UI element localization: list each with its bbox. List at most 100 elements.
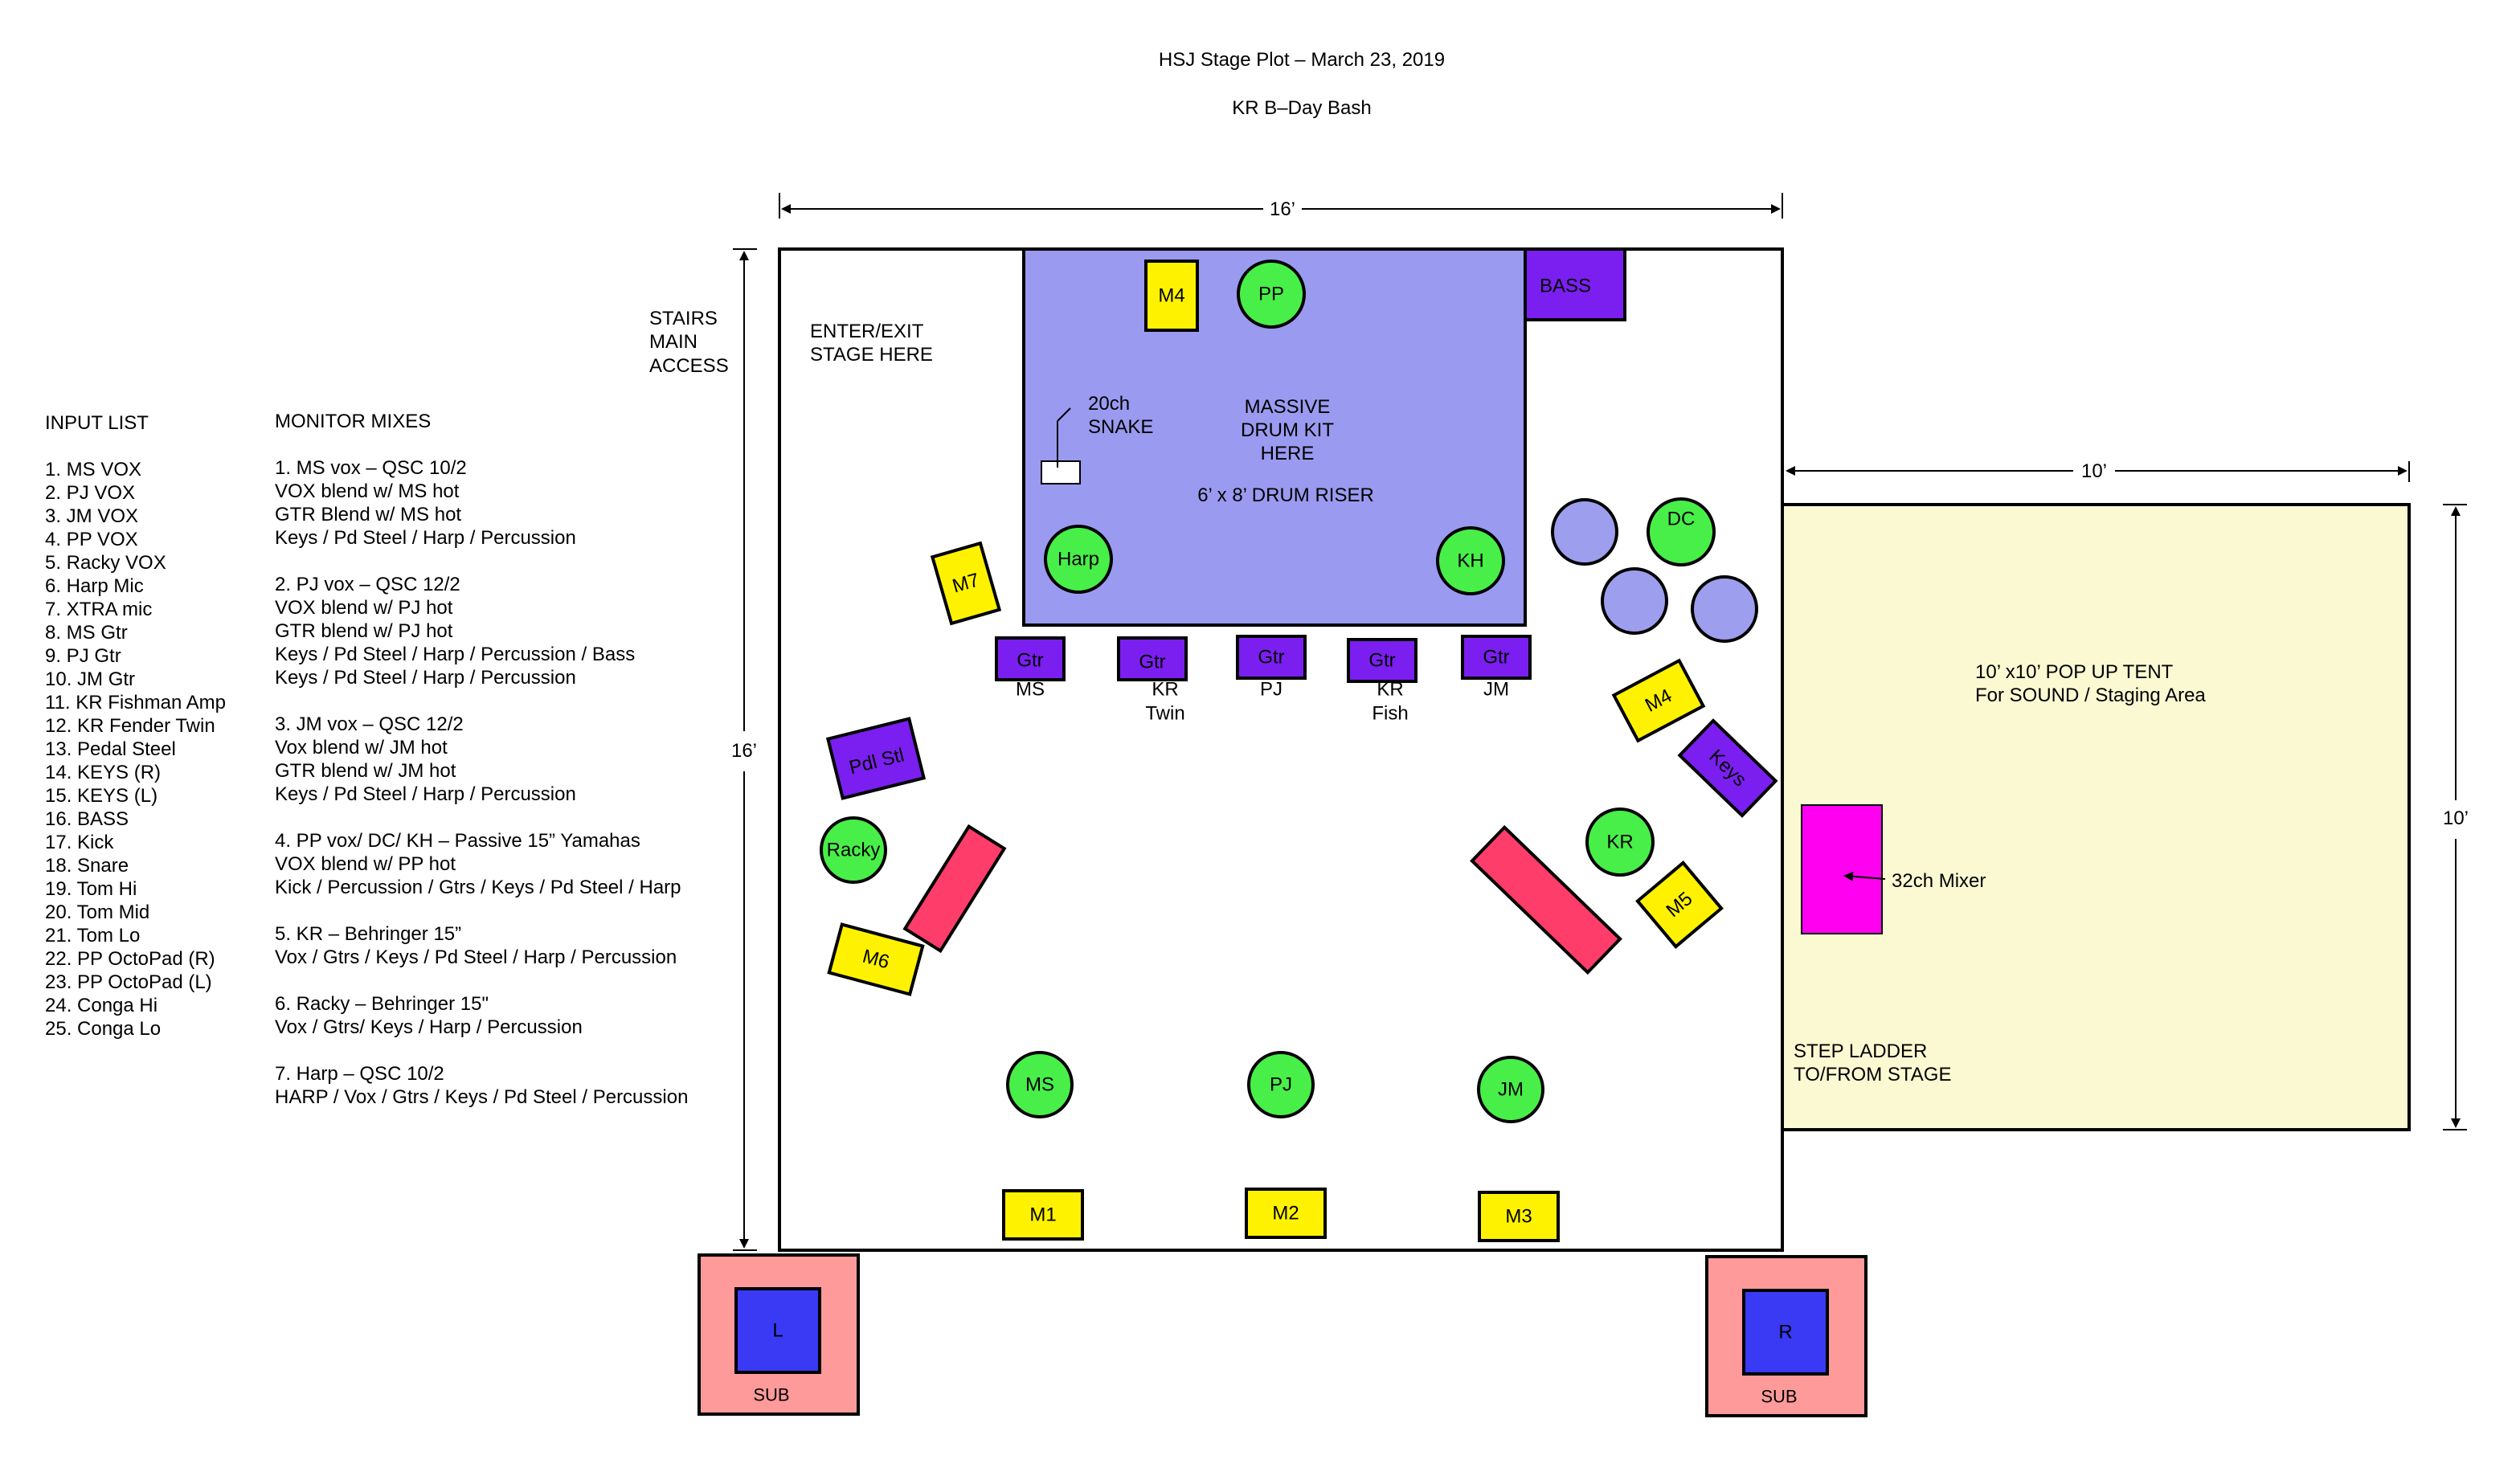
bass-amp: BASS [1524,247,1626,321]
player-label: MS [1025,1074,1054,1096]
input-list-item: 10. JM Gtr [45,668,135,690]
stairs-line: MAIN [649,331,698,353]
monitor-body [1002,1189,1084,1241]
guitar-amp-label: Gtr [1368,650,1395,672]
guitar-amp-label: Gtr [1139,652,1165,673]
guitar-amp-body [1236,635,1307,680]
monitor-mix-line: Keys / Pd Steel / Harp / Percussion [275,527,576,549]
monitor-mix-line: 3. JM vox – QSC 12/2 [275,713,464,735]
monitor-label: M1 [1029,1204,1056,1226]
enter-exit-line: STAGE HERE [810,344,933,366]
guitar-amp-body [1347,638,1418,683]
monitor-label: M3 [1505,1206,1532,1228]
monitor-mix-line: 2. PJ vox – QSC 12/2 [275,574,460,595]
monitor-mix-line: Kick / Percussion / Gtrs / Keys / Pd Ste… [275,877,681,898]
ladder-line: STEP LADDER [1794,1040,1927,1062]
monitor-mix-line: Keys / Pd Steel / Harp / Percussion [275,783,576,805]
monitor-label: M2 [1272,1203,1299,1224]
guitar-amp-label: Gtr [1017,650,1043,672]
monitor-wedge: M7 [930,541,1002,626]
monitor-mix-line: Keys / Pd Steel / Harp / Percussion / Ba… [275,644,635,665]
input-list-item: 5. Racky VOX [45,552,166,574]
input-list-heading: INPUT LIST [45,412,149,434]
player-pj [1247,1051,1315,1118]
plot-subtitle: KR B–Day Bash [1232,97,1371,119]
monitor-mixes-heading: MONITOR MIXES [275,411,431,432]
side-fill-body [1470,824,1622,975]
input-list-item: 25. Conga Lo [45,1018,161,1040]
monitor-wedge: M2 [1245,1188,1327,1239]
pedal-steel-amp-body [825,717,927,800]
stairs-line: ACCESS [649,355,729,377]
snake-box [1041,460,1081,484]
tent-line: 10’ x10’ POP UP TENT [1975,661,2174,683]
monitor-mix-line: Vox / Gtrs / Keys / Pd Steel / Harp / Pe… [275,946,677,968]
riser-size-label: 6’ x 8’ DRUM RISER [1197,484,1374,506]
input-list-item: 23. PP OctoPad (L) [45,971,212,993]
monitor-mix-line: 6. Racky – Behringer 15" [275,993,489,1015]
monitor-mix-line: GTR blend w/ JM hot [275,760,456,782]
mixer [1801,804,1883,934]
riser-line: DRUM KIT [1241,419,1334,441]
ladder-line: TO/FROM STAGE [1794,1064,1951,1085]
player-jm [1477,1056,1544,1123]
player-harp [1044,525,1113,594]
input-list-item: 20. Tom Mid [45,901,149,923]
monitor-body [1635,861,1724,949]
side-fill-body [902,824,1007,954]
mixer-label: 32ch Mixer [1892,870,1986,892]
monitor-mix-line: VOX blend w/ PP hot [275,853,456,875]
guitar-amp-owner: Twin [1145,703,1184,725]
input-list-item: 4. PP VOX [45,529,138,550]
sound-tent [1781,503,2411,1131]
conga-drum [1691,575,1758,643]
monitor-body [1611,658,1706,743]
keys-amp-body [1677,718,1778,818]
monitor-mix-line: Keys / Pd Steel / Harp / Percussion [275,667,576,689]
riser-note: MASSIVE DRUM KIT HERE 6’ x 8’ DRUM RISER [1197,396,1374,506]
player-label: Racky [827,840,881,861]
guitar-amp-owner: PJ [1260,679,1282,701]
player-label: Harp [1058,549,1099,570]
player-ms [1006,1051,1074,1118]
monitor-wedge: M4 [1611,658,1706,743]
monitor-mix-line: VOX blend w/ MS hot [275,480,460,502]
player-pp [1237,260,1306,329]
monitor-body [1478,1191,1560,1242]
monitor-mix-line: Vox / Gtrs/ Keys / Harp / Percussion [275,1016,583,1038]
input-list-item: 2. PJ VOX [45,482,135,504]
bass-amp-label: BASS [1540,276,1591,297]
input-list-item: 14. KEYS (R) [45,762,161,783]
side-fill-speaker [1470,824,1622,975]
input-list-item: 12. KR Fender Twin [45,715,215,737]
sub-driver [734,1287,821,1374]
side-fill-speaker [902,824,1007,954]
player-label: KR [1606,832,1633,853]
conga-drum [1551,498,1618,566]
monitor-label: M4 [1158,285,1184,307]
input-list-item: 7. XTRA mic [45,599,152,620]
input-list-item: 8. MS Gtr [45,622,128,644]
monitor-wedge: M5 [1635,861,1724,949]
monitor-mix-line: VOX blend w/ PJ hot [275,597,453,619]
monitor-mix-line: 5. KR – Behringer 15” [275,923,461,945]
input-list-item: 18. Snare [45,855,129,877]
guitar-amp-owner: KR [1152,679,1178,701]
guitar-amp-owner: MS [1016,679,1045,701]
guitar-amp-owner: Fish [1372,703,1408,725]
tent-width-label: 10’ [2081,460,2107,482]
monitor-mix-line: Vox blend w/ JM hot [275,737,448,758]
snake: 20ch SNAKE [1041,393,1153,484]
bass-amp-body [1524,247,1626,321]
player-label: KH [1457,550,1483,572]
input-list-item: 15. KEYS (L) [45,785,158,807]
sub-driver [1742,1289,1829,1376]
player-label: PJ [1270,1074,1292,1096]
